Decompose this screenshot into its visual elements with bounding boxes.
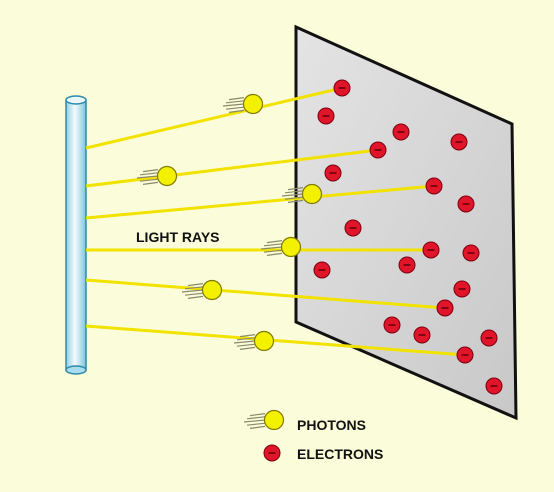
- light-ray: [85, 86, 343, 150]
- electron-icon: [333, 79, 351, 97]
- electron-icon: [369, 141, 387, 159]
- electron-icon: [344, 219, 362, 237]
- electron-icon: [383, 316, 401, 334]
- legend-photons-label: PHOTONS: [297, 417, 366, 433]
- electron-icon: [457, 195, 475, 213]
- light-ray: [85, 278, 446, 310]
- electron-icon: [317, 107, 335, 125]
- photon-icon: [233, 330, 275, 352]
- photon-icon: [243, 409, 285, 431]
- metal-plate-icon: [294, 24, 518, 421]
- photon-icon: [136, 165, 178, 187]
- light-rays: [85, 86, 466, 357]
- electron-icon: [413, 326, 431, 344]
- electron-icon: [392, 123, 410, 141]
- photon-icon: [181, 279, 223, 301]
- electron-icon: [436, 299, 454, 317]
- electron-icon: [422, 241, 440, 259]
- light-source-rod-icon: [65, 95, 87, 375]
- electron-icon: [462, 244, 480, 262]
- electron-icon: [263, 444, 281, 462]
- photon-icon: [281, 183, 323, 205]
- photons-group: [136, 93, 323, 352]
- electrons-group: [313, 79, 503, 395]
- electron-icon: [485, 377, 503, 395]
- legend-electrons-label: ELECTRONS: [297, 446, 384, 462]
- electron-icon: [313, 261, 331, 279]
- electron-icon: [453, 280, 471, 298]
- photon-icon: [260, 236, 302, 258]
- light-ray: [85, 184, 435, 220]
- electron-icon: [480, 329, 498, 347]
- light-rays-label: LIGHT RAYS: [136, 229, 220, 245]
- electron-icon: [324, 164, 342, 182]
- electron-icon: [425, 177, 443, 195]
- photon-icon: [222, 93, 264, 115]
- light-ray: [85, 324, 466, 357]
- light-ray: [85, 148, 379, 188]
- electron-icon: [450, 133, 468, 151]
- legend: [243, 409, 285, 462]
- electron-icon: [456, 346, 474, 364]
- electron-icon: [398, 256, 416, 274]
